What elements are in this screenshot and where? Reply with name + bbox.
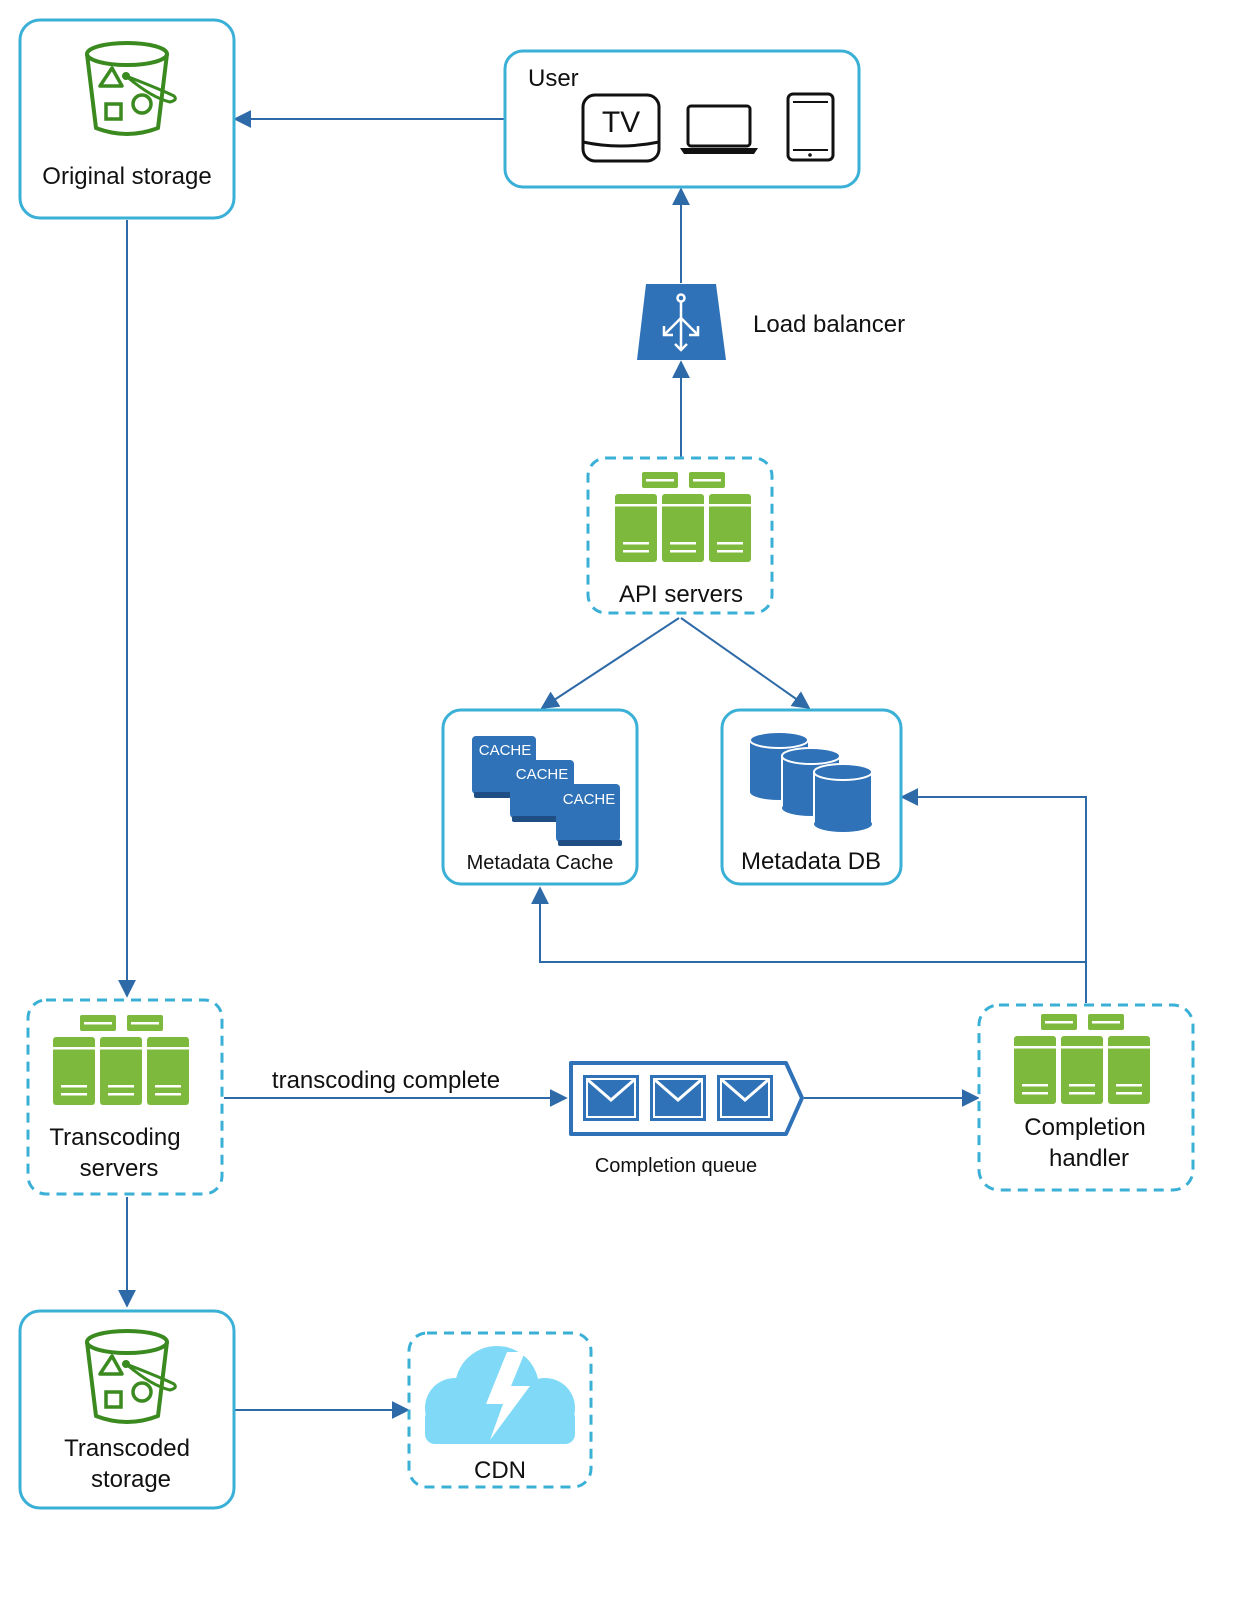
metadata-cache-node[interactable]: CACHE CACHE CACHE Metadata Cache bbox=[441, 708, 639, 886]
cdn-node[interactable]: CDN bbox=[407, 1331, 593, 1489]
cache-icon: CACHE CACHE CACHE bbox=[472, 736, 622, 846]
api-servers-label: API servers bbox=[619, 581, 743, 608]
original-storage-node[interactable]: Original storage bbox=[18, 18, 236, 220]
metadata-db-node[interactable]: Metadata DB bbox=[720, 708, 903, 886]
cdn-label: CDN bbox=[474, 1457, 526, 1484]
tablet-icon bbox=[786, 92, 835, 162]
completion-handler-node[interactable]: Completion handler bbox=[977, 1003, 1195, 1192]
envelope-icon bbox=[717, 1075, 773, 1121]
transcoded-storage-node[interactable]: Transcoded storage bbox=[18, 1309, 236, 1510]
completion-handler-label-line2: handler bbox=[1049, 1145, 1129, 1172]
cache-text: CACHE bbox=[479, 742, 532, 759]
load-balancer-node[interactable]: Load balancer bbox=[637, 284, 905, 360]
tv-text: TV bbox=[602, 106, 640, 139]
completion-handler-label-line1: Completion bbox=[1024, 1114, 1145, 1141]
edge-label-transcoding-complete: transcoding complete bbox=[272, 1067, 500, 1094]
edge-api-to-cache bbox=[540, 617, 680, 709]
metadata-db-label: Metadata DB bbox=[741, 848, 881, 875]
user-node[interactable]: User TV bbox=[503, 49, 861, 189]
laptop-icon bbox=[680, 104, 758, 154]
transcoding-servers-node[interactable]: Transcoding servers bbox=[26, 998, 224, 1196]
cache-text: CACHE bbox=[516, 766, 569, 783]
database-icon bbox=[749, 731, 873, 832]
edge-api-to-db bbox=[680, 617, 811, 710]
transcoding-servers-label-line2: servers bbox=[80, 1155, 159, 1182]
transcoded-storage-label-line2: storage bbox=[91, 1466, 171, 1493]
lightning-icon bbox=[486, 1352, 530, 1440]
api-servers-node[interactable]: API servers bbox=[586, 456, 774, 615]
edge-handler-to-cache bbox=[531, 886, 1086, 963]
metadata-cache-label: Metadata Cache bbox=[467, 852, 614, 874]
envelope-icon bbox=[583, 1075, 639, 1121]
edges bbox=[118, 110, 1087, 1419]
completion-queue-node[interactable]: Completion queue bbox=[569, 1061, 804, 1177]
original-storage-label: Original storage bbox=[42, 163, 211, 190]
tv-icon: TV bbox=[581, 93, 661, 163]
envelope-icon bbox=[650, 1075, 706, 1121]
cache-text: CACHE bbox=[563, 791, 616, 808]
transcoding-servers-label-line1: Transcoding bbox=[49, 1124, 180, 1151]
user-label: User bbox=[528, 65, 579, 92]
load-balancer-label: Load balancer bbox=[753, 311, 905, 338]
transcoded-storage-label-line1: Transcoded bbox=[64, 1435, 190, 1462]
completion-queue-label: Completion queue bbox=[595, 1155, 757, 1177]
edge-handler-to-db bbox=[900, 788, 1087, 1003]
